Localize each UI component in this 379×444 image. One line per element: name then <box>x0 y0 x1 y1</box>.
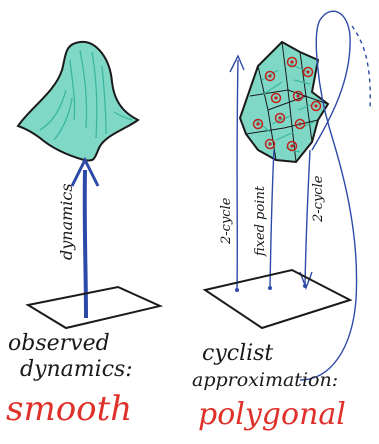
dynamics-arrow-shaft <box>82 169 88 319</box>
left-base-plane <box>25 285 164 330</box>
left-caption-line2: dynamics: <box>20 357 133 382</box>
right-caption-line1: cyclist <box>202 341 273 366</box>
polygonal-surface <box>238 40 330 164</box>
orbit-line-right <box>304 149 311 287</box>
dynamics-label: dynamics <box>57 183 76 260</box>
orbit-line-middle <box>269 149 275 289</box>
right-caption-line2: approximation: <box>192 369 338 391</box>
cycle-points <box>252 56 322 152</box>
cycle-point <box>294 118 306 130</box>
orbit-label-fixed-point: fixed point <box>253 185 268 257</box>
smooth-surface <box>16 40 140 162</box>
smooth-surface-hatching <box>39 49 133 141</box>
left-panel: dynamics observed dynamics: smooth <box>6 40 164 429</box>
cycle-point <box>252 118 264 130</box>
orbit-lines <box>229 10 371 381</box>
outer-orbit-loop <box>299 10 358 381</box>
left-caption-emphasis: smooth <box>6 389 132 429</box>
orbit-label-2-cycle-right: 2-cycle <box>311 175 326 223</box>
right-caption-emphasis: polygonal <box>198 397 346 432</box>
cycle-point <box>286 140 298 152</box>
orbit-marker-dots <box>235 284 307 292</box>
cycle-point <box>302 66 314 78</box>
left-caption-line1: observed <box>8 331 110 356</box>
dynamics-arrow-head <box>70 156 100 187</box>
cycle-point <box>264 138 276 150</box>
cycle-point <box>274 112 286 124</box>
cycle-point <box>286 56 298 68</box>
cycle-point <box>310 100 322 112</box>
cycle-point <box>270 92 282 104</box>
right-panel: 2-cycle fixed point 2-cycle cyclist appr… <box>192 10 371 432</box>
orbit-label-2-cycle-left: 2-cycle <box>219 197 234 245</box>
right-base-plane <box>202 268 353 330</box>
cycle-point <box>264 70 276 82</box>
orbit-line-left <box>236 59 239 291</box>
cycle-point <box>292 90 304 102</box>
polygonal-surface-grid <box>245 41 329 163</box>
